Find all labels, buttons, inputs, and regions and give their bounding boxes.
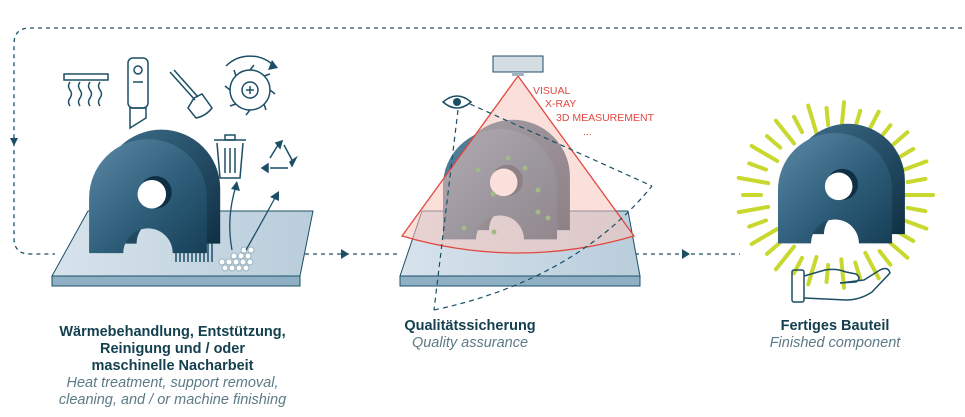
measurement-methods: VISUAL X-RAY 3D MEASUREMENT ... [533, 85, 655, 138]
step-1-subtitle-line-2: cleaning, and / or machine finishing [58, 392, 287, 408]
glow-ray [905, 205, 928, 214]
step-1-title-line-1: Wärmebehandlung, Entstützung, [59, 324, 286, 340]
flow-arrows [13, 27, 962, 255]
arrow-head-1 [341, 249, 349, 259]
glow-ray [824, 263, 831, 284]
method-more: ... [583, 126, 592, 138]
glow-ray [792, 114, 804, 135]
return-loop-line [13, 27, 962, 255]
milling-cutter-icon [224, 55, 278, 116]
glow-ray [736, 175, 771, 186]
glow-ray [806, 255, 819, 287]
recycle-icon [260, 139, 298, 174]
glow-ray [749, 144, 780, 163]
arrow-head-down [10, 138, 18, 146]
open-hand-icon [791, 267, 891, 303]
glow-ray [765, 240, 783, 256]
heater-icon [63, 73, 109, 107]
glow-ray [905, 176, 928, 185]
scan-cone [400, 74, 636, 254]
trash-can-icon [214, 134, 246, 179]
step-1-illustration [51, 55, 314, 287]
view-field [433, 103, 653, 311]
glow-rays [736, 100, 935, 290]
step-2-illustration: VISUAL X-RAY 3D MEASUREMENT ... [399, 55, 655, 311]
method-visual: VISUAL [533, 85, 571, 97]
glow-ray [792, 255, 804, 276]
glow-ray [895, 147, 916, 160]
step-3-subtitle: Finished component [769, 335, 901, 351]
finished-part [777, 123, 905, 244]
step-1-caption: Wärmebehandlung, Entstützung, Reinigung … [0, 324, 345, 409]
step-3-title: Fertiges Bauteil [780, 318, 890, 334]
glow-ray [824, 106, 831, 127]
step-2-subtitle: Quality assurance [411, 335, 529, 351]
glow-ray [736, 204, 771, 215]
step-1-title-line-3: maschinelle Nacharbeit [91, 358, 254, 374]
step-1-title-line-2: Reinigung und / oder [100, 341, 245, 357]
glow-ray [773, 118, 796, 146]
glow-ray [853, 260, 863, 282]
cutter-knife-icon [127, 57, 149, 130]
glow-ray [806, 103, 819, 135]
glow-ray [765, 134, 783, 150]
step-3-caption: Fertiges Bauteil Finished component [710, 318, 960, 352]
method-3d: 3D MEASUREMENT [556, 112, 655, 124]
glow-ray [749, 227, 780, 246]
glow-ray [773, 244, 796, 272]
glow-ray [747, 218, 768, 229]
method-xray: X-RAY [545, 98, 576, 110]
brush-icon [169, 69, 213, 119]
removed-support-lattice [218, 246, 255, 272]
glow-ray [877, 249, 893, 267]
glow-ray [747, 161, 768, 172]
step-1-subtitle-line-1: Heat treatment, support removal, [66, 375, 279, 391]
disposal-arrows [229, 185, 277, 251]
camera-icon [492, 55, 544, 76]
step-3-illustration [736, 100, 935, 303]
step-2-title: Qualitätssicherung [404, 318, 536, 334]
step-2-caption: Qualitätssicherung Quality assurance [345, 318, 595, 352]
eye-icon [441, 95, 473, 109]
glow-ray [863, 250, 881, 281]
arrow-head-2 [682, 249, 690, 259]
